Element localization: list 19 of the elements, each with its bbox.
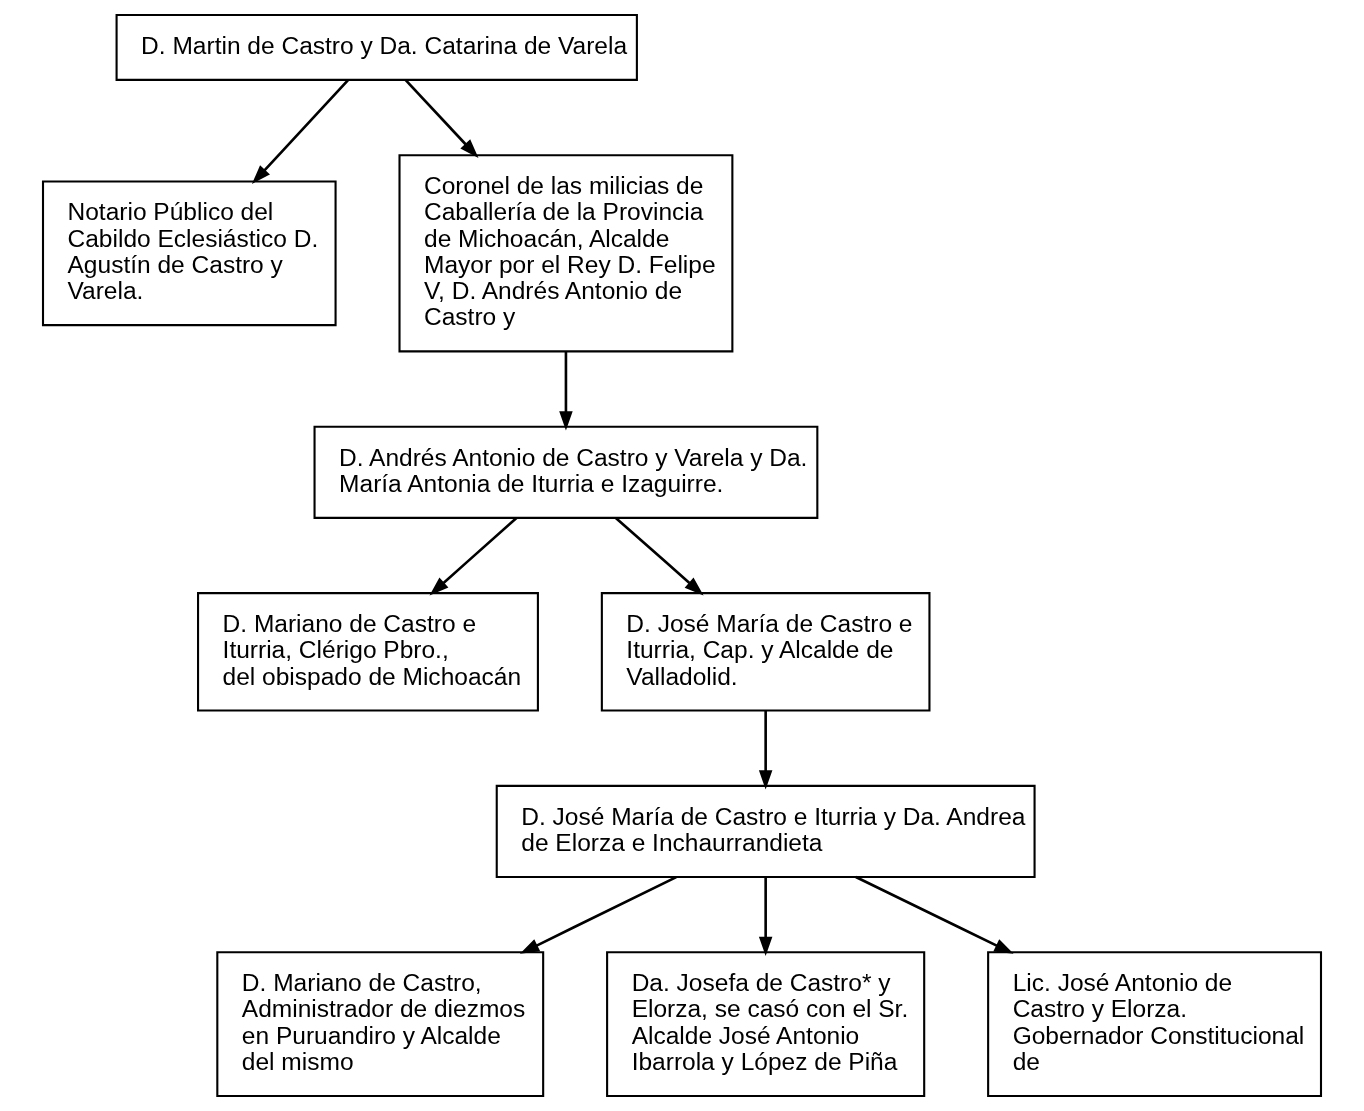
node-box: D. Mariano de Castro e Iturria, Clérigo Pbro., del obispado de Michoacán bbox=[197, 592, 539, 712]
arrow bbox=[758, 710, 773, 790]
node-box: Lic. José Antonio de Castro y Elorza. Gobernador Constitucional de bbox=[987, 951, 1323, 1097]
arrow bbox=[404, 79, 479, 158]
node-box: D. Martin de Castro y Da. Catarina de Varela bbox=[115, 14, 638, 81]
arrow bbox=[855, 875, 1014, 954]
node-box: D. José María de Castro e Iturria y Da. Andrea de Elorza e Inchaurrandieta bbox=[495, 784, 1036, 878]
arrow bbox=[519, 875, 677, 954]
node-box: D. José María de Castro e Iturria, Cap. y Alcalde de Valladolid. bbox=[600, 592, 931, 712]
arrow bbox=[429, 517, 518, 596]
node-box: Notario Público del Cabildo Eclesiástico D. Agustín de Castro y Varela. bbox=[41, 180, 337, 327]
node-box: Da. Josefa de Castro* y Elorza, se casó con el Sr. Alcalde José Antonio Ibarrola y López de Piña bbox=[606, 951, 926, 1097]
arrow bbox=[758, 877, 773, 957]
arrow bbox=[251, 79, 350, 184]
node-box: D. Mariano de Castro, Administrador de diezmos en Puruandiro y Alcalde del mismo bbox=[216, 951, 545, 1097]
arrow bbox=[559, 351, 573, 431]
node-box: Coronel de las milicias de Caballería de la Provincia de Michoacán, Alcalde Mayor por el Rey D. Felipe V, D. Andrés Antonio de Castro y bbox=[398, 154, 734, 353]
node-box: D. Andrés Antonio de Castro y Varela y Da. María Antonia de Iturria e Izaguirre. bbox=[313, 425, 819, 519]
arrow bbox=[614, 517, 704, 596]
